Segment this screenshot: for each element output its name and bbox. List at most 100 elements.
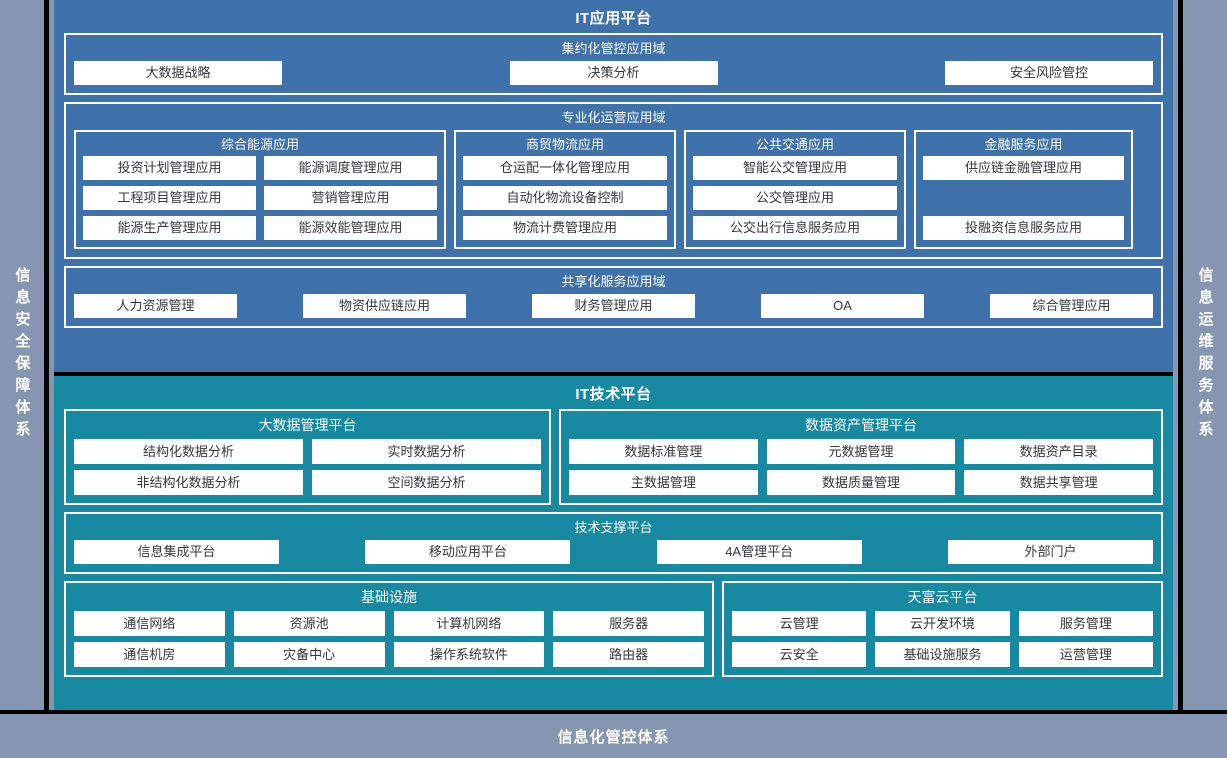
group-trade-logistics-row-3: 物流计费管理应用 bbox=[463, 216, 667, 240]
chip-metadata-management[interactable]: 元数据管理 bbox=[766, 439, 956, 464]
group-trade-logistics: 商贸物流应用 仓运配一体化管理应用 自动化物流设备控制 物流计费管理应用 bbox=[454, 130, 676, 249]
chip-integrated-management[interactable]: 综合管理应用 bbox=[990, 294, 1153, 318]
chip-external-portal[interactable]: 外部门户 bbox=[947, 540, 1153, 564]
chip-mobile-application-platform[interactable]: 移动应用平台 bbox=[365, 540, 571, 564]
group-trade-logistics-row-1: 仓运配一体化管理应用 bbox=[463, 156, 667, 180]
chip-oa[interactable]: OA bbox=[761, 294, 924, 318]
chip-server[interactable]: 服务器 bbox=[553, 611, 704, 636]
chip-communication-network[interactable]: 通信网络 bbox=[74, 611, 225, 636]
chip-data-sharing-management[interactable]: 数据共享管理 bbox=[964, 470, 1154, 495]
chip-disaster-recovery-center[interactable]: 灾备中心 bbox=[233, 642, 385, 667]
group-integrated-energy: 综合能源应用 投资计划管理应用 能源调度管理应用 工程项目管理应用 营销管理应用 bbox=[74, 130, 446, 249]
domain-intensive-control: 集约化管控应用域 大数据战略 决策分析 安全风险管控 bbox=[64, 33, 1163, 95]
group-integrated-energy-title: 综合能源应用 bbox=[220, 137, 299, 152]
domain-intensive-control-title: 集约化管控应用域 bbox=[561, 41, 666, 56]
group-integrated-energy-row-1: 投资计划管理应用 能源调度管理应用 bbox=[83, 156, 437, 180]
chip-logistics-billing-management[interactable]: 物流计费管理应用 bbox=[463, 216, 667, 240]
chip-cloud-security[interactable]: 云安全 bbox=[732, 642, 867, 667]
cloud-row-2: 云安全 基础设施服务 运营管理 bbox=[732, 642, 1153, 667]
chip-data-asset-catalog[interactable]: 数据资产目录 bbox=[964, 439, 1154, 464]
chip-decision-analysis[interactable]: 决策分析 bbox=[509, 61, 718, 85]
chip-unstructured-data-analysis[interactable]: 非结构化数据分析 bbox=[74, 470, 303, 495]
chip-operating-system-software[interactable]: 操作系统软件 bbox=[393, 642, 545, 667]
chip-master-data-management[interactable]: 主数据管理 bbox=[569, 470, 758, 495]
chip-energy-dispatch-management[interactable]: 能源调度管理应用 bbox=[264, 156, 437, 180]
group-infrastructure-title: 基础设施 bbox=[361, 589, 417, 605]
left-rail-information-security: 信息安全保障体系 bbox=[0, 0, 49, 710]
chip-structured-data-analysis[interactable]: 结构化数据分析 bbox=[74, 439, 303, 464]
platform-stack: IT应用平台 集约化管控应用域 大数据战略 决策分析 安全风险管控 专业化运营应… bbox=[54, 0, 1173, 710]
domain-shared-services-items: 人力资源管理 物资供应链应用 财务管理应用 OA 综合管理应用 bbox=[74, 294, 1153, 318]
infrastructure-row-2: 通信机房 灾备中心 操作系统软件 路由器 bbox=[74, 642, 704, 667]
chip-energy-production-management[interactable]: 能源生产管理应用 bbox=[83, 216, 256, 240]
chip-human-resource-management[interactable]: 人力资源管理 bbox=[74, 294, 237, 318]
chip-data-standard-management[interactable]: 数据标准管理 bbox=[569, 439, 758, 464]
bottom-bar-informatization-governance: 信息化管控体系 bbox=[0, 710, 1227, 758]
chip-security-risk-control[interactable]: 安全风险管控 bbox=[945, 61, 1153, 85]
chip-infrastructure-service[interactable]: 基础设施服务 bbox=[875, 642, 1010, 667]
chip-information-integration-platform[interactable]: 信息集成平台 bbox=[74, 540, 279, 564]
group-financial-services-row-3: 投融资信息服务应用 bbox=[923, 216, 1124, 240]
chip-resource-pool[interactable]: 资源池 bbox=[233, 611, 385, 636]
chip-marketing-management[interactable]: 营销管理应用 bbox=[264, 186, 437, 210]
chip-investment-financing-information-service[interactable]: 投融资信息服务应用 bbox=[923, 216, 1124, 240]
infrastructure-row-1: 通信网络 资源池 计算机网络 服务器 bbox=[74, 611, 704, 636]
chip-router[interactable]: 路由器 bbox=[553, 642, 704, 667]
right-rail-label: 信息运维服务体系 bbox=[1196, 267, 1214, 443]
chip-cloud-development-environment[interactable]: 云开发环境 bbox=[875, 611, 1010, 636]
chip-big-data-strategy[interactable]: 大数据战略 bbox=[74, 61, 282, 85]
chip-operations-management[interactable]: 运营管理 bbox=[1018, 642, 1153, 667]
group-integrated-energy-row-2: 工程项目管理应用 营销管理应用 bbox=[83, 186, 437, 210]
group-trade-logistics-row-2: 自动化物流设备控制 bbox=[463, 186, 667, 210]
data-platforms-row: 大数据管理平台 结构化数据分析 实时数据分析 非结构化数据分析 空间数据分析 数… bbox=[64, 409, 1163, 505]
domain-intensive-control-items: 大数据战略 决策分析 安全风险管控 bbox=[74, 61, 1153, 85]
group-public-transit: 公共交通应用 智能公交管理应用 公交管理应用 公交出行信息服务应用 bbox=[684, 130, 906, 249]
group-tianfu-cloud-platform-title: 天富云平台 bbox=[907, 589, 978, 605]
group-public-transit-row-3: 公交出行信息服务应用 bbox=[693, 216, 897, 240]
professional-operations-groups: 综合能源应用 投资计划管理应用 能源调度管理应用 工程项目管理应用 营销管理应用 bbox=[74, 130, 1153, 249]
big-data-row-1: 结构化数据分析 实时数据分析 bbox=[74, 439, 541, 464]
chip-engineering-project-management[interactable]: 工程项目管理应用 bbox=[83, 186, 256, 210]
it-application-platform: IT应用平台 集约化管控应用域 大数据战略 决策分析 安全风险管控 专业化运营应… bbox=[54, 0, 1173, 372]
group-trade-logistics-title: 商贸物流应用 bbox=[525, 137, 604, 152]
chip-realtime-data-analysis[interactable]: 实时数据分析 bbox=[312, 439, 541, 464]
bottom-bar-label: 信息化管控体系 bbox=[557, 728, 670, 746]
chip-computer-network[interactable]: 计算机网络 bbox=[393, 611, 545, 636]
chip-placeholder bbox=[923, 186, 1124, 210]
left-rail-label: 信息安全保障体系 bbox=[13, 267, 31, 443]
chip-bus-travel-information-service[interactable]: 公交出行信息服务应用 bbox=[693, 216, 897, 240]
group-data-asset-management-platform-title: 数据资产管理平台 bbox=[805, 417, 917, 433]
chip-service-management[interactable]: 服务管理 bbox=[1018, 611, 1153, 636]
data-asset-row-1: 数据标准管理 元数据管理 数据资产目录 bbox=[569, 439, 1154, 464]
chip-data-quality-management[interactable]: 数据质量管理 bbox=[766, 470, 956, 495]
chip-4a-management-platform[interactable]: 4A管理平台 bbox=[656, 540, 862, 564]
group-public-transit-title: 公共交通应用 bbox=[755, 137, 834, 152]
group-financial-services: 金融服务应用 供应链金融管理应用 投融资信息服务应用 bbox=[914, 130, 1133, 249]
domain-professional-operations-title: 专业化运营应用域 bbox=[561, 110, 666, 125]
right-rail-it-operations: 信息运维服务体系 bbox=[1178, 0, 1227, 710]
chip-smart-bus-management[interactable]: 智能公交管理应用 bbox=[693, 156, 897, 180]
domain-professional-operations: 专业化运营应用域 综合能源应用 投资计划管理应用 能源调度管理应用 工程项目管理… bbox=[64, 102, 1163, 259]
chip-cloud-management[interactable]: 云管理 bbox=[732, 611, 867, 636]
group-big-data-management-platform-title: 大数据管理平台 bbox=[258, 417, 357, 433]
group-public-transit-row-2: 公交管理应用 bbox=[693, 186, 897, 210]
chip-energy-efficiency-management[interactable]: 能源效能管理应用 bbox=[264, 216, 437, 240]
application-platform-title: IT应用平台 bbox=[575, 10, 652, 27]
chip-automated-logistics-equipment-control[interactable]: 自动化物流设备控制 bbox=[463, 186, 667, 210]
chip-material-supply-chain[interactable]: 物资供应链应用 bbox=[303, 294, 466, 318]
big-data-row-2: 非结构化数据分析 空间数据分析 bbox=[74, 470, 541, 495]
chip-bus-management[interactable]: 公交管理应用 bbox=[693, 186, 897, 210]
infrastructure-row: 基础设施 通信网络 资源池 计算机网络 服务器 通信机房 灾备中心 操作系统软件… bbox=[64, 581, 1163, 677]
group-data-asset-management-platform: 数据资产管理平台 数据标准管理 元数据管理 数据资产目录 主数据管理 数据质量管… bbox=[559, 409, 1163, 505]
technology-platform-title: IT技术平台 bbox=[575, 386, 652, 403]
domain-shared-services: 共享化服务应用域 人力资源管理 物资供应链应用 财务管理应用 OA 综合管理应用 bbox=[64, 266, 1163, 328]
chip-spatial-data-analysis[interactable]: 空间数据分析 bbox=[312, 470, 541, 495]
chip-investment-plan-management[interactable]: 投资计划管理应用 bbox=[83, 156, 256, 180]
data-asset-row-2: 主数据管理 数据质量管理 数据共享管理 bbox=[569, 470, 1154, 495]
group-infrastructure: 基础设施 通信网络 资源池 计算机网络 服务器 通信机房 灾备中心 操作系统软件… bbox=[64, 581, 714, 677]
chip-supply-chain-finance-management[interactable]: 供应链金融管理应用 bbox=[923, 156, 1124, 180]
chip-integrated-warehouse-transport[interactable]: 仓运配一体化管理应用 bbox=[463, 156, 667, 180]
chip-financial-management[interactable]: 财务管理应用 bbox=[532, 294, 695, 318]
chip-communication-room[interactable]: 通信机房 bbox=[74, 642, 225, 667]
